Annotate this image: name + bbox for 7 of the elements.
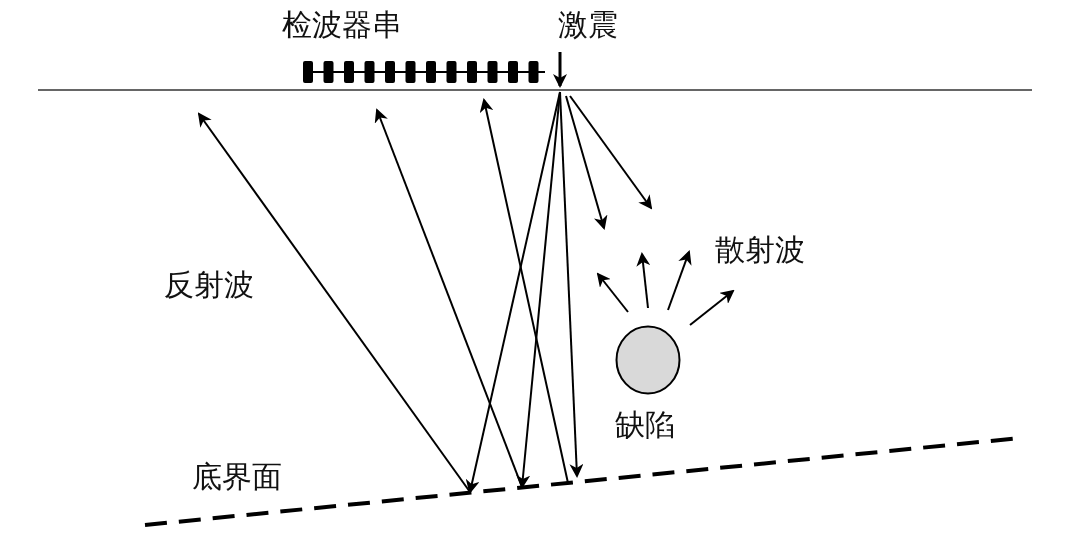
scattered-wave-label: 散射波 — [715, 233, 805, 267]
reflected-wave-label: 反射波 — [164, 268, 254, 302]
interface-label: 底界面 — [192, 460, 282, 494]
defect-ellipse — [615, 325, 681, 395]
defect-label: 缺陷 — [615, 408, 675, 442]
geophone-string-label: 检波器串 — [282, 8, 402, 42]
shot-label: 激震 — [558, 8, 618, 42]
